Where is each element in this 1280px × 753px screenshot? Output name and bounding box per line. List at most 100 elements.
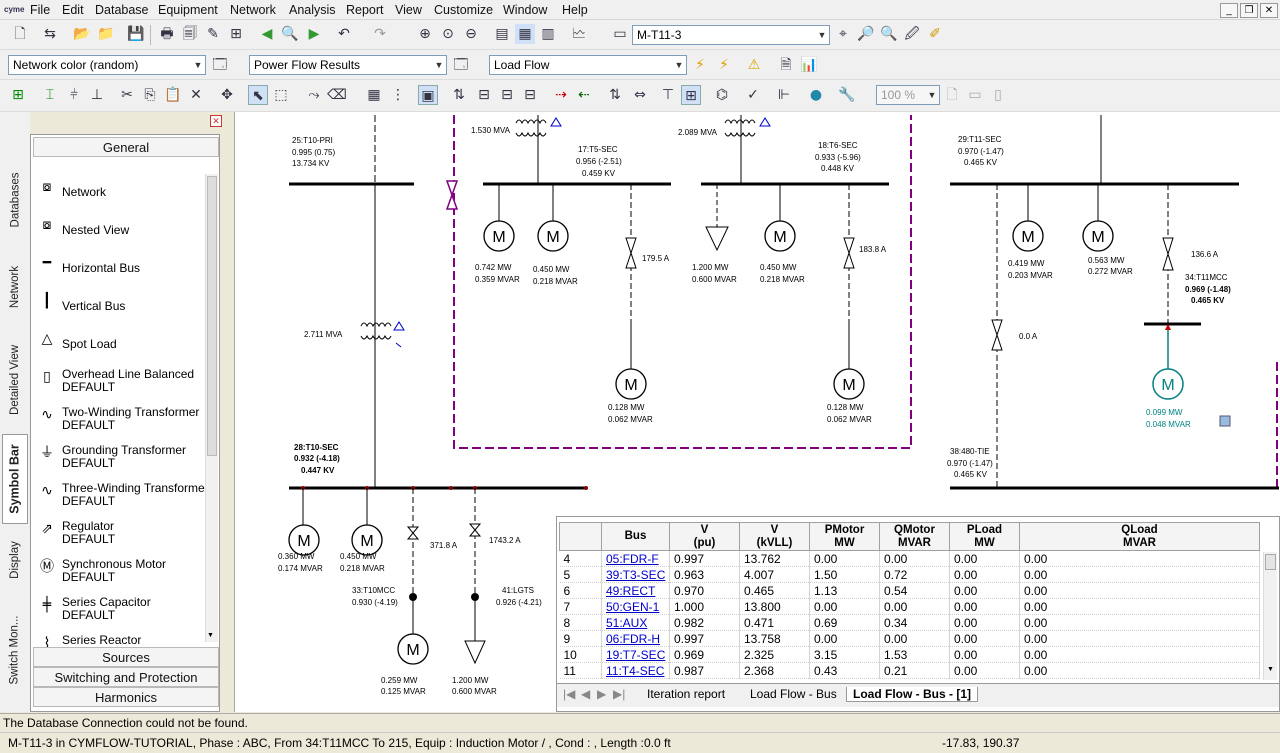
restore-icon[interactable]: ❐ (1240, 3, 1258, 18)
trace-icon[interactable]: ⤳ (308, 87, 320, 103)
add-bus-icon[interactable]: ⫩ (69, 87, 79, 103)
tab-iteration-report[interactable]: Iteration report (647, 687, 726, 701)
locate-icon[interactable]: ⌖ (839, 26, 847, 42)
tab-detailed-view[interactable]: Detailed View (9, 344, 22, 416)
report-icon[interactable]: 🗠 (571, 26, 587, 42)
report-chart-icon[interactable]: 📊 (800, 57, 818, 73)
bus-link[interactable]: 39:T3-SEC (601, 566, 670, 583)
tab-load-flow-bus[interactable]: Load Flow - Bus (750, 687, 837, 701)
grid-icon[interactable]: ▦ (367, 87, 381, 103)
results-mode-select[interactable]: Power Flow Results ▼ (249, 55, 447, 75)
symbol-category-switching[interactable]: Switching and Protection (33, 667, 219, 687)
bus-link[interactable]: 05:FDR-F (601, 550, 670, 567)
menu-file[interactable]: File (30, 3, 51, 17)
scroll-down-icon[interactable]: ▼ (1267, 666, 1274, 673)
layout-left-icon[interactable]: ▤ (495, 26, 509, 42)
cut-icon[interactable]: ✂ (121, 87, 133, 103)
tab-load-flow-bus-1[interactable]: Load Flow - Bus - [1] (846, 687, 978, 702)
copy-icon[interactable]: ⎘ (144, 87, 156, 103)
page-icon[interactable]: 🗋 (946, 87, 958, 103)
symbol-bar-scrollbar[interactable]: ▼ (205, 174, 218, 642)
close-icon[interactable]: ✕ (1260, 3, 1278, 18)
transformer-t10[interactable] (360, 321, 405, 348)
tool-icon[interactable]: 🔧 (838, 87, 856, 103)
menu-customize[interactable]: Customize (434, 3, 494, 17)
tab-next-icon[interactable]: ▶ (597, 687, 607, 701)
col-bus[interactable]: Bus (601, 522, 670, 551)
tree-icon[interactable]: ⊤ (661, 87, 675, 103)
check-icon[interactable]: ✓ (747, 87, 759, 103)
symbol-series-reactor[interactable]: ⌇ Series Reactor (35, 633, 205, 647)
menu-analysis[interactable]: Analysis (289, 3, 336, 17)
search-equipment-icon[interactable]: 🔍 (880, 26, 898, 42)
select-area-icon[interactable]: ⬚ (274, 87, 288, 103)
print-icon[interactable]: 🖶 (160, 26, 174, 42)
color-settings-icon[interactable]: 🗔 (212, 57, 228, 73)
chevron-down-icon[interactable]: ▼ (927, 90, 937, 100)
edit-properties-icon[interactable]: ✎ (207, 26, 219, 42)
network-selector[interactable]: M-T11-3 ▼ (632, 25, 830, 45)
study-properties-icon[interactable]: 🗎 (780, 57, 792, 73)
menu-equipment[interactable]: Equipment (158, 3, 218, 17)
select-icon[interactable]: ⬉ (248, 85, 268, 105)
run-analysis-icon[interactable]: ⚡ (695, 57, 705, 73)
highlight-icon[interactable]: 🖉 (904, 26, 920, 42)
menu-edit[interactable]: Edit (62, 3, 84, 17)
motor-selected[interactable] (1152, 368, 1184, 400)
col-v-kvll[interactable]: V(kVLL) (739, 522, 810, 551)
menu-help[interactable]: Help (562, 3, 588, 17)
delete-icon[interactable]: ✕ (190, 87, 202, 103)
flow-right-icon[interactable]: ⇢ (555, 87, 567, 103)
zoom-out-icon[interactable]: ⊖ (465, 26, 477, 42)
align-icon[interactable]: ⇅ (453, 87, 465, 103)
move-icon[interactable]: ✥ (221, 87, 233, 103)
transformer-t5[interactable] (515, 117, 562, 137)
grid-dots-icon[interactable]: ⋮ (391, 87, 405, 103)
tab-symbol-bar[interactable]: Symbol Bar (2, 434, 28, 524)
open-folder-icon[interactable]: 📂 (73, 26, 91, 42)
save-icon[interactable]: 💾 (127, 26, 145, 42)
transformer-t6[interactable] (724, 117, 771, 137)
marker-icon[interactable]: ✐ (929, 26, 941, 42)
menu-view[interactable]: View (395, 3, 422, 17)
find-icon[interactable]: 🔍 (281, 26, 299, 42)
bus-link[interactable]: 50:GEN-1 (601, 598, 670, 615)
expand-icon[interactable]: ⇔ (634, 87, 646, 103)
open-network-icon[interactable]: 📁 (97, 26, 115, 42)
menu-database[interactable]: Database (95, 3, 149, 17)
zoom-in-icon[interactable]: ⊕ (419, 26, 431, 42)
page-setup-icon[interactable]: ⊞ (230, 26, 242, 42)
bus-link[interactable]: 19:T7-SEC (601, 646, 670, 663)
back-icon[interactable]: ◀ (261, 26, 273, 42)
chevron-down-icon[interactable]: ▼ (193, 60, 203, 70)
scroll-down-icon[interactable]: ▼ (207, 632, 214, 639)
results-settings-icon[interactable]: 🗔 (453, 57, 469, 73)
bus-link[interactable]: 06:FDR-H (601, 630, 670, 647)
spot-load-l2[interactable] (464, 640, 486, 665)
study-select[interactable]: Load Flow ▼ (489, 55, 687, 75)
bus-link[interactable]: 11:T4-SEC (601, 662, 670, 679)
symbol-category-harmonics[interactable]: Harmonics (33, 687, 219, 707)
undo-icon[interactable]: ↶ (338, 26, 350, 42)
forward-icon[interactable]: ▶ (308, 26, 320, 42)
color-mode-select[interactable]: Network color (random) ▼ (8, 55, 206, 75)
spot-load-l1[interactable] (705, 226, 729, 252)
tab-switch-monitor[interactable]: Switch Mon... (9, 615, 21, 685)
flow-left-icon[interactable]: ⇠ (578, 87, 590, 103)
chevron-down-icon[interactable]: ▼ (674, 60, 684, 70)
network-grid-icon[interactable]: ⊞ (681, 85, 701, 105)
warning-icon[interactable]: ⚠ (747, 57, 761, 73)
page-fit-icon[interactable]: ▭ (968, 87, 982, 103)
bus-two-icon[interactable]: ⊟ (501, 87, 513, 103)
col-v-pu[interactable]: V(pu) (669, 522, 740, 551)
